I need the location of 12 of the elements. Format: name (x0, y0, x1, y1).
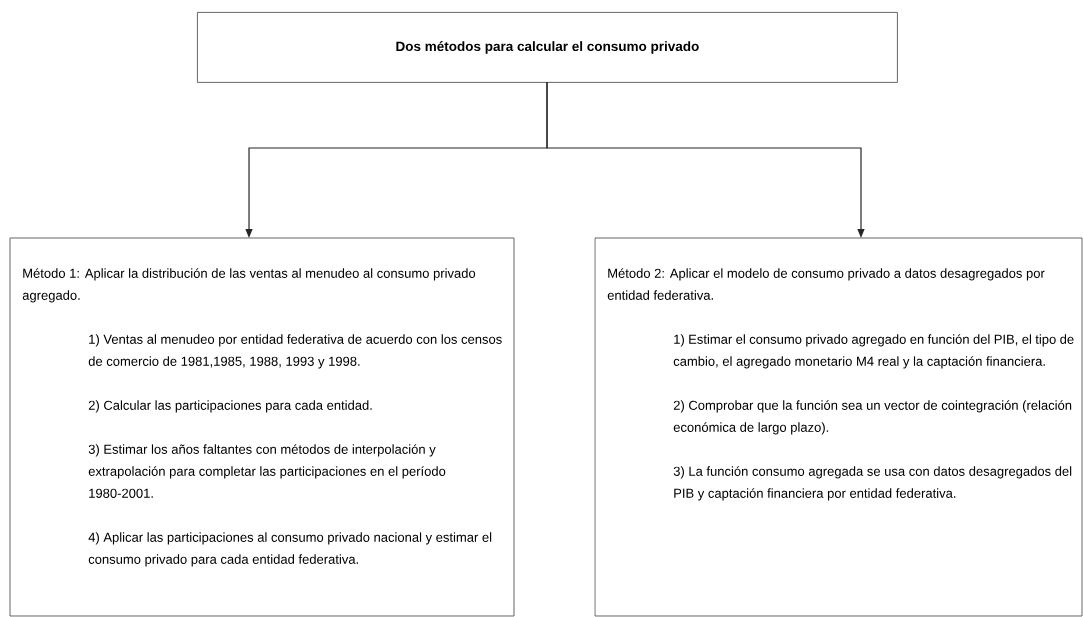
step-text: 3) La función consumo agregada se usa con datos desagregados del PIB y captación financiera por entidad federativa. (673, 466, 1072, 501)
heading-text: Método 1: Aplicar la distribución de las ventas al menudeo al consumo privado agregado. (22, 268, 476, 303)
title-box: Dos métodos para calcular el consumo privado (197, 12, 898, 83)
method-box (9, 237, 515, 617)
step-text: 2) Calcular las participaciones para cada entidad. (88, 400, 372, 413)
step-text: 3) Estimar los años faltantes con métodos de interpolación y extrapolación para completar las participaciones en el período 1980-2001. (88, 444, 446, 498)
step-text: 4) Aplicar las participaciones al consumo privado nacional y estimar el consumo privado para cada entidad federativa. (88, 532, 492, 567)
step-text: 1) Ventas al menudeo por entidad federativa de acuerdo con los censos de comercio de 1981,1985, 1988, 1993 y 1998. (88, 334, 502, 369)
step-text: 2) Comprobar que la función sea un vector de cointegración (relación económica de largo plazo). (673, 400, 1072, 435)
heading-text: Método 2: Aplicar el modelo de consumo privado a datos desagregados por entidad federativa. (607, 268, 1045, 300)
step-text: 1) Estimar el consumo privado agregado en función del PIB, el tipo de cambio, el agregado monetario M4 real y la captación financiera. (673, 334, 1074, 369)
method-box (594, 237, 1083, 617)
